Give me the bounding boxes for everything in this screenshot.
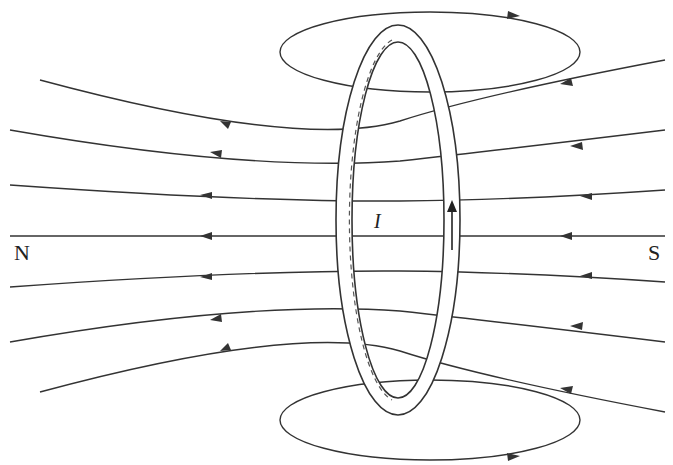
- ring-hidden-edge: [349, 40, 392, 400]
- current-arrow: [447, 200, 457, 250]
- current-ring: [336, 25, 460, 415]
- pole-label: N: [12, 242, 32, 264]
- field-loop: [280, 380, 580, 460]
- field-line: [10, 309, 665, 342]
- field-arrows: [200, 11, 592, 461]
- pole-label: S: [646, 242, 662, 264]
- field-lines: [10, 12, 665, 460]
- field-line: [10, 130, 665, 163]
- pole-label: I: [372, 211, 383, 231]
